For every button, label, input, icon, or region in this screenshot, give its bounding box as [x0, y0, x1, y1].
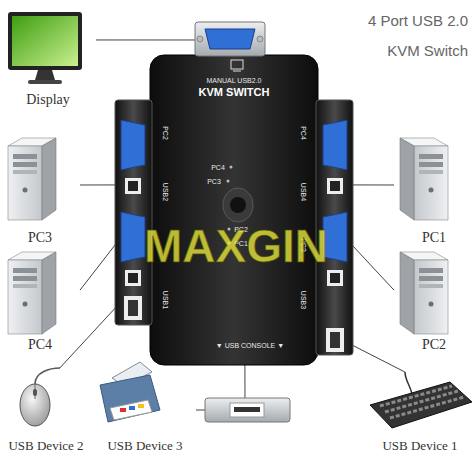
keyboard-illustration-part [405, 372, 412, 394]
usb-device: USB Device 3 [94, 356, 196, 456]
usb-port-strip-part [234, 407, 260, 412]
port-label: PC4 [211, 164, 225, 171]
usb-device: USB Device 1 [366, 372, 474, 456]
display-device: Display [0, 4, 96, 112]
keyboard-illustration [370, 372, 472, 428]
keyboard-illustration-part [370, 382, 472, 428]
port-strip-part [115, 100, 152, 325]
mouse-illustration [20, 368, 60, 426]
port-strip-part [125, 178, 141, 194]
kvm-switch: MANUAL USB2.0KVM SWITCH [150, 55, 318, 365]
printer-illustration-part [120, 408, 126, 412]
usb-port-strip [205, 398, 290, 422]
port-label: PC3 [207, 178, 221, 185]
port-strip-part [327, 270, 343, 286]
pc-tower-illustration [400, 138, 448, 220]
mouse-illustration-part [20, 384, 50, 426]
pc-device: PC4 [0, 248, 80, 356]
device-label: USB Device 3 [94, 438, 196, 454]
switch-label: MANUAL USB2.0 [150, 77, 318, 85]
device-label: PC4 [0, 337, 80, 354]
switch-body-part [223, 188, 253, 222]
monitor-illustration-part [35, 70, 55, 80]
device-label: PC3 [0, 230, 80, 247]
watermark: MAXGIN [144, 223, 328, 269]
port-strip-part [128, 300, 138, 316]
port-strip-part [326, 328, 344, 352]
monitor-illustration-part [12, 16, 78, 66]
pc-device: PC2 [394, 248, 474, 356]
monitor-illustration-part [8, 12, 82, 70]
port-strip-part [330, 181, 340, 191]
monitor-illustration [8, 12, 82, 84]
printer-illustration [100, 362, 160, 422]
port-label: ▼ USB CONSOLE ▼ [216, 342, 284, 349]
device-label: PC2 [394, 337, 474, 354]
vga-port-strip-part [257, 36, 263, 42]
device-label: USB Device 1 [366, 438, 474, 454]
printer-illustration-part [138, 404, 144, 408]
port-strip-part [124, 296, 142, 320]
vga-port-strip-part [195, 22, 265, 56]
printer-illustration-part [110, 400, 152, 420]
port-strip-part [330, 273, 340, 283]
port-label: PC2 [162, 126, 169, 140]
port-strip-part [330, 332, 340, 348]
switch-body-part [233, 71, 241, 72]
port-label: USB2 [162, 183, 169, 201]
switch-body-part [227, 180, 230, 183]
switch-body-part [150, 55, 318, 365]
port-strip [115, 100, 152, 325]
usb-port-strip-part [205, 398, 290, 422]
port-label: USB4 [300, 183, 307, 201]
device-label: PC1 [394, 230, 474, 247]
port-strip-part [323, 120, 347, 170]
port-label: USB1 [162, 291, 169, 309]
vga-port-strip-part [197, 36, 203, 42]
vga-port-strip-part [205, 29, 255, 49]
printer-illustration-part [129, 406, 135, 410]
monitor-illustration-part [28, 80, 62, 84]
port-label: PC4 [300, 126, 307, 140]
device-label: USB Device 2 [0, 438, 92, 454]
pc-tower-illustration [8, 138, 56, 220]
vga-port-strip [195, 22, 265, 56]
pc-device: PC1 [394, 130, 474, 248]
switch-body [150, 55, 318, 365]
port-label: USB3 [300, 291, 307, 309]
switch-body-part [231, 60, 243, 69]
usb-port-strip-part [230, 403, 264, 417]
mouse-illustration-part [33, 389, 37, 396]
port-strip-part [125, 270, 141, 286]
port-strip-part [128, 273, 138, 283]
port-strip-part [128, 181, 138, 191]
port-strip-part [327, 178, 343, 194]
pc-tower-illustration [400, 252, 448, 334]
pc-device: PC3 [0, 130, 80, 248]
port-strip-part [121, 212, 145, 262]
usb-device: USB Device 2 [0, 368, 92, 456]
title: 4 Port USB 2.0 KVM Switch [340, 6, 468, 66]
device-label: Display [0, 92, 96, 109]
switch-body-part [230, 197, 246, 213]
printer-illustration-part [100, 375, 160, 422]
mouse-illustration-part [35, 368, 60, 384]
keyboard-illustration-part [390, 397, 464, 418]
pc-tower-illustration [8, 252, 56, 334]
port-strip-part [121, 120, 145, 170]
switch-label: KVM SWITCH [150, 86, 318, 99]
switch-body-part [230, 166, 233, 169]
